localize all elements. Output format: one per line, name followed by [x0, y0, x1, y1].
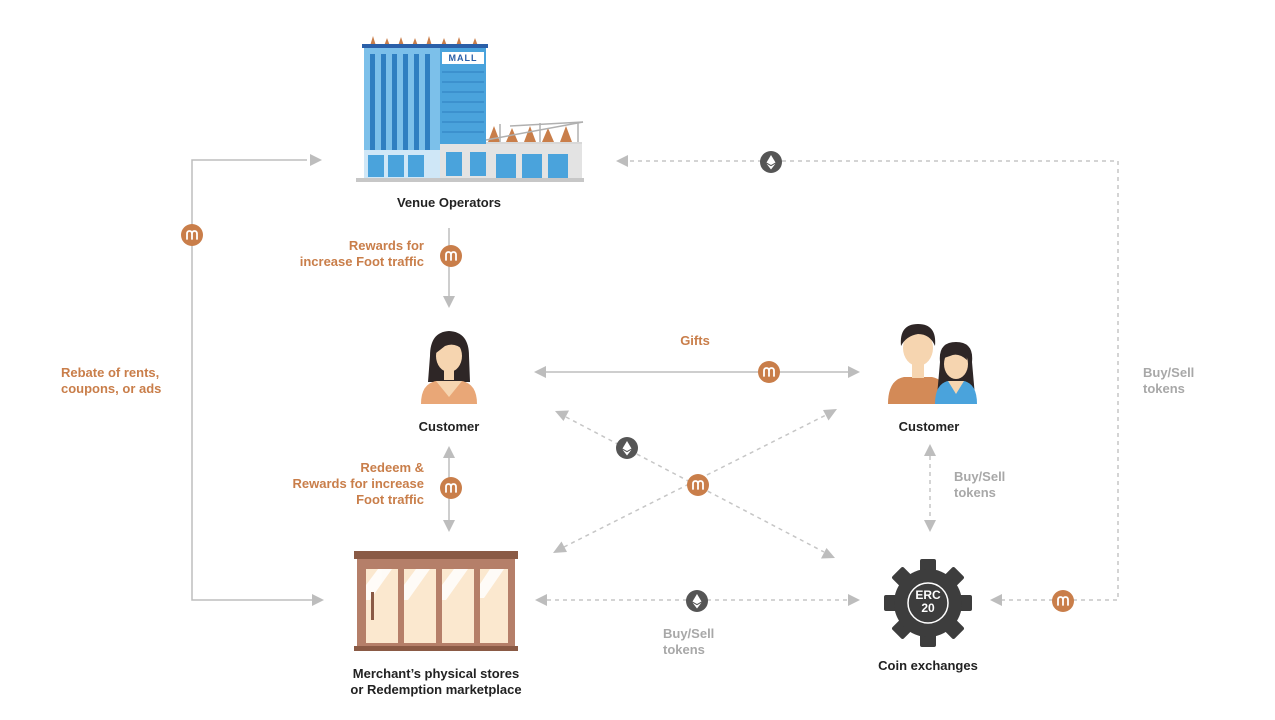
- arrow-to-venue: [310, 154, 322, 166]
- customer-left-label: Customer: [418, 419, 480, 434]
- rewards-label: Rewards for increase Foot traffic: [299, 238, 424, 269]
- buysell-exchange-label: Buy/Sell tokens: [954, 469, 1006, 500]
- mall-building-icon: [356, 36, 584, 182]
- erc20-gear-text: ERC 20: [915, 588, 941, 615]
- ethereum-icon: [616, 437, 638, 459]
- top-right-dashed-connector: [630, 160, 1119, 601]
- m-token-icon: [439, 244, 463, 268]
- arrow-to-exchange-right: [990, 594, 1002, 606]
- store-front-icon: [354, 551, 518, 651]
- buysell-bottom-label: Buy/Sell tokens: [663, 626, 715, 657]
- venue-operators-label: Venue Operators: [396, 195, 502, 210]
- customers-couple-icon: [888, 324, 977, 404]
- m-token-icon: [439, 476, 463, 500]
- m-token-icon: [757, 360, 781, 384]
- rewards-connector: [443, 228, 455, 308]
- gifts-connector: [534, 366, 860, 378]
- rebate-connector: [191, 159, 315, 601]
- erc20-gear-icon: [884, 559, 972, 647]
- m-token-icon: [686, 473, 710, 497]
- redeem-label: Redeem & Rewards for increase Foot traff…: [292, 460, 424, 507]
- merchant-label: Merchant’s physical stores or Redemption…: [350, 666, 522, 697]
- arrow-to-venue-right: [616, 155, 628, 167]
- m-token-icon: [1051, 589, 1075, 613]
- rebate-label: Rebate of rents, coupons, or ads: [61, 365, 162, 396]
- exchange-customer-connector: [924, 444, 936, 532]
- buysell-right-label: Buy/Sell tokens: [1143, 365, 1195, 396]
- customer-woman-icon: [421, 331, 477, 404]
- gifts-label: Gifts: [680, 333, 710, 348]
- coin-exchanges-label: Coin exchanges: [878, 658, 978, 673]
- ethereum-icon: [760, 151, 782, 173]
- ethereum-icon: [686, 590, 708, 612]
- merchant-exchange-connector: [535, 594, 860, 606]
- arrow-to-merchant: [312, 594, 324, 606]
- mall-sign-text: MALL: [448, 53, 478, 63]
- m-token-icon: [180, 223, 204, 247]
- customer-right-label: Customer: [898, 419, 960, 434]
